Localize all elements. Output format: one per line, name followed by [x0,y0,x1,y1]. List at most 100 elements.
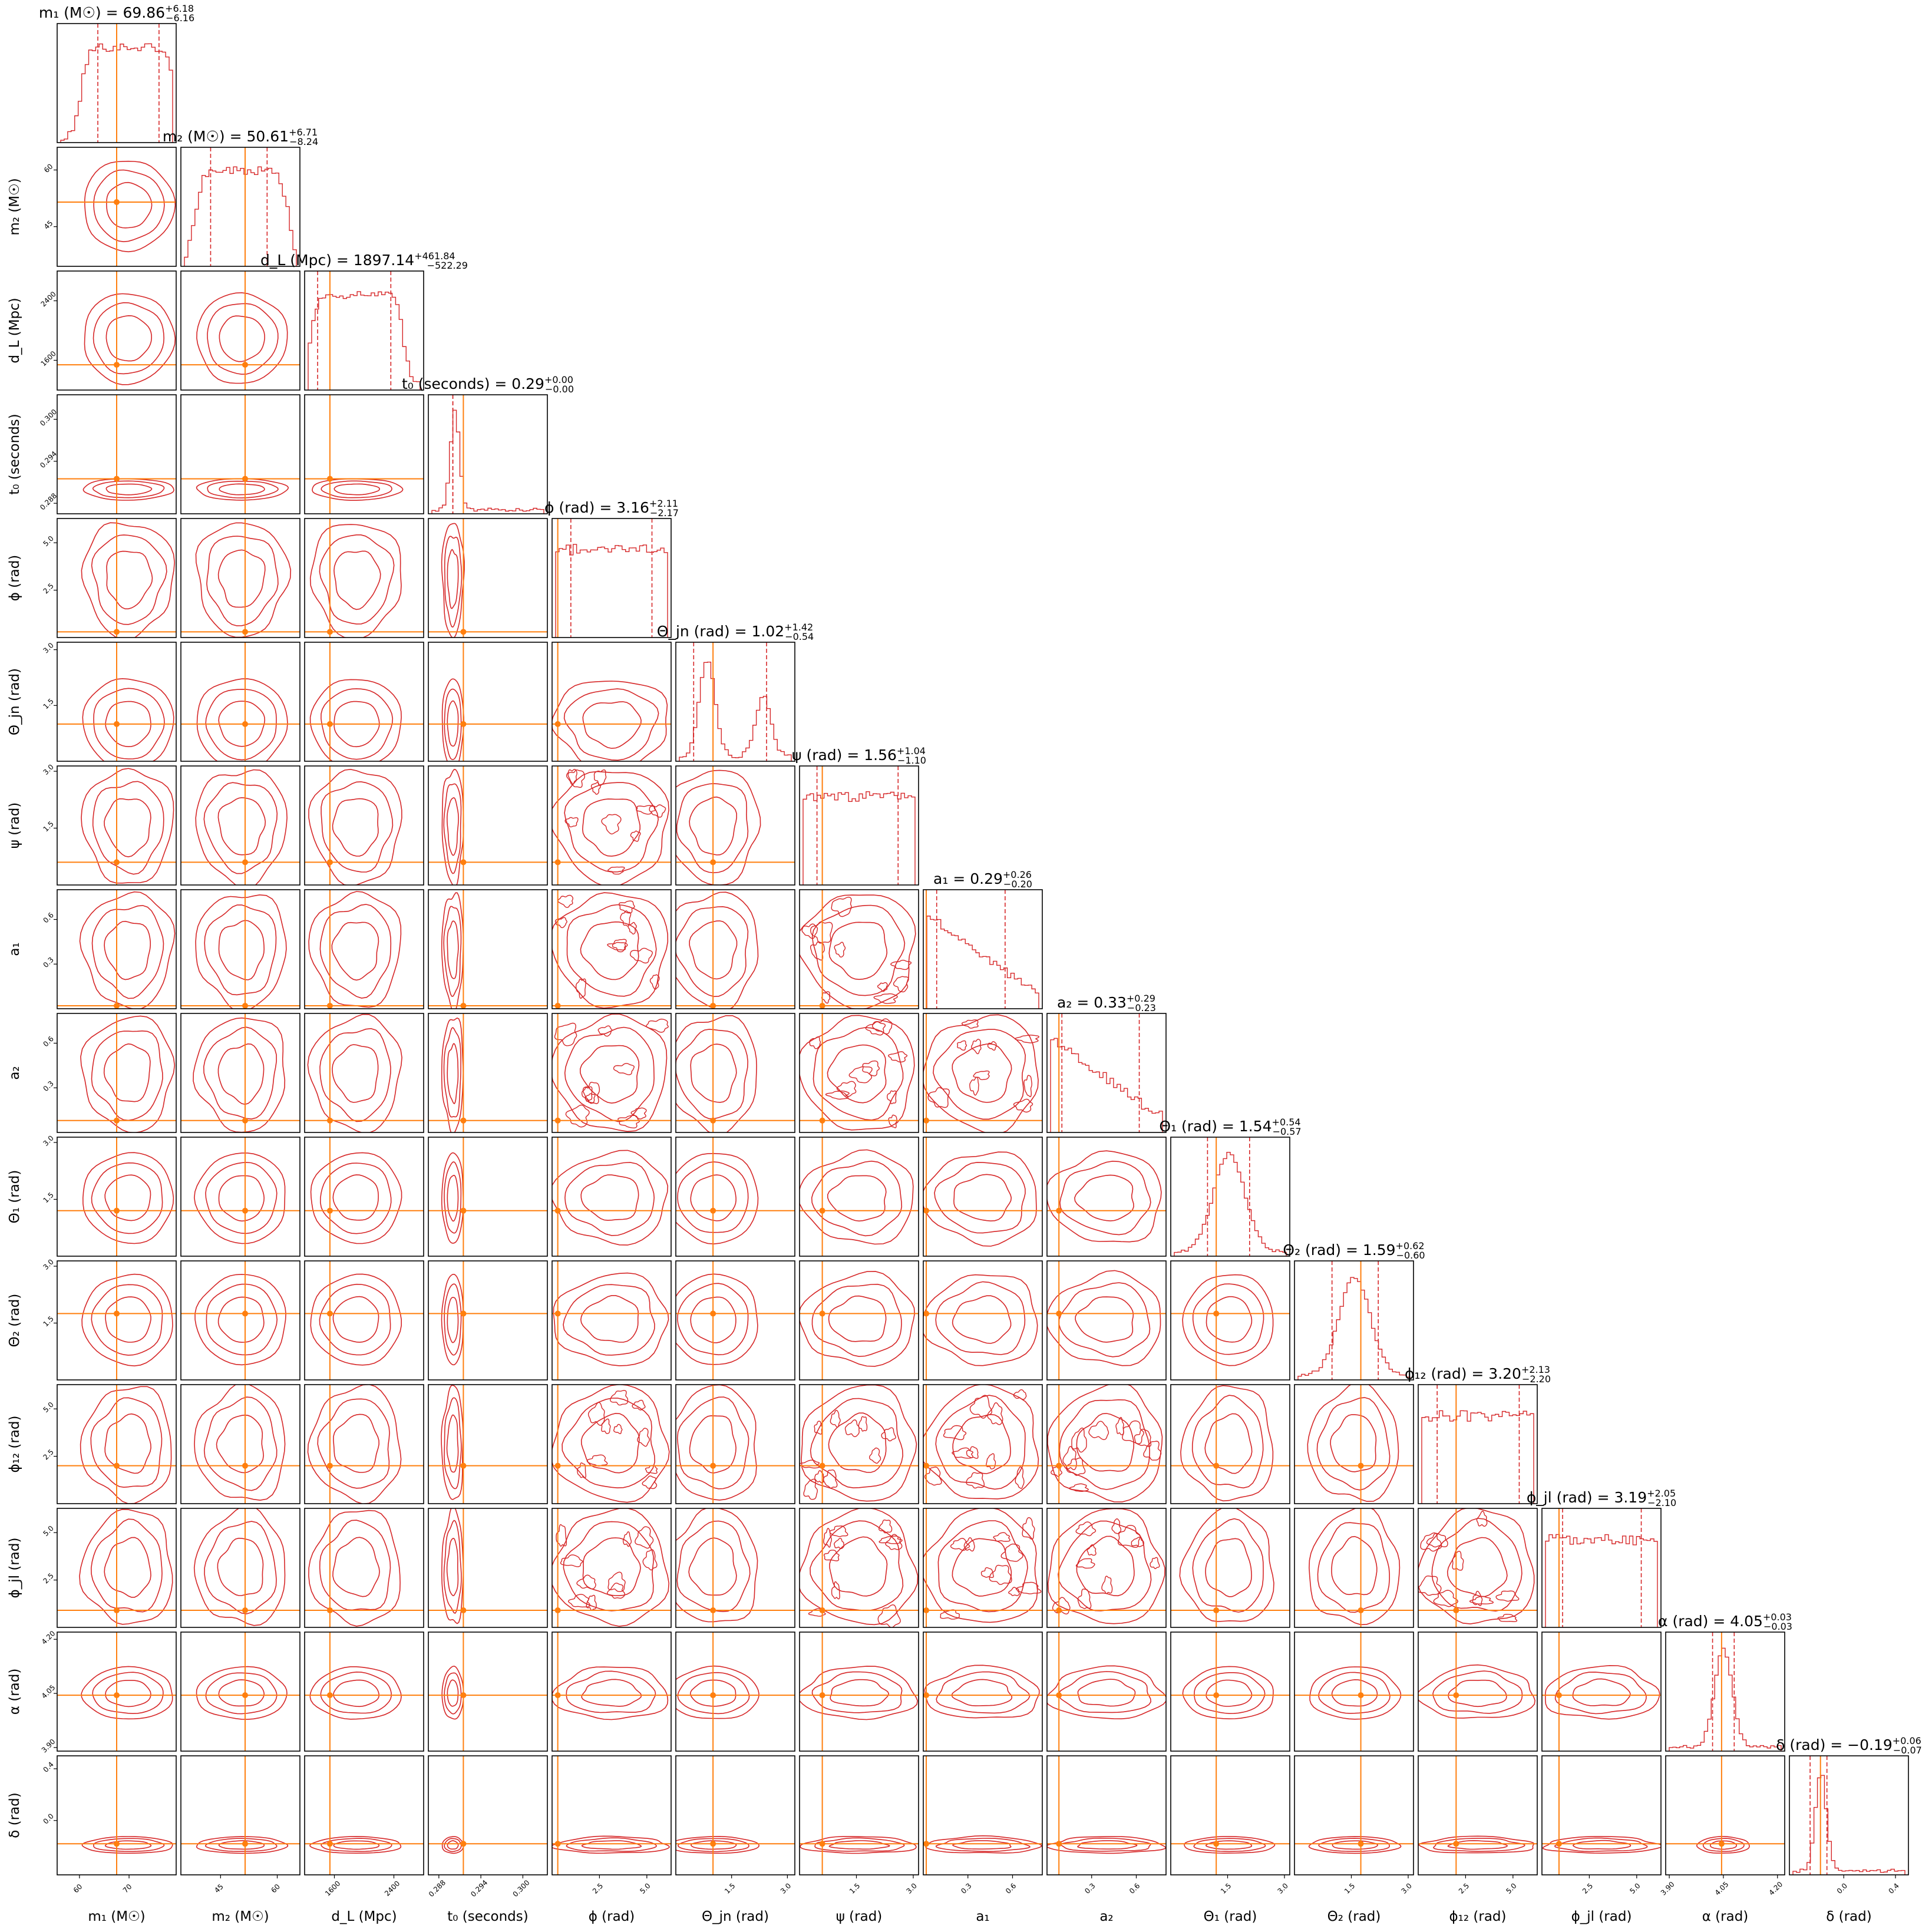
contours [305,1508,424,1627]
contour-level-1 [81,1836,173,1854]
truth-point [1213,1607,1220,1614]
panel-background [1294,1756,1414,1875]
contour-level-1 [1309,1508,1401,1626]
contour-island [630,1107,647,1119]
scatter-panel-m1-dl [57,270,177,391]
contours [1418,1756,1537,1875]
scatter-panel-a1-a2 [923,1013,1043,1133]
contour-level-3 [582,1537,641,1596]
title-minus: −2.20 [1522,1373,1551,1385]
contours [305,518,424,638]
y-tick-label: 2.5 [41,1571,55,1585]
panel-frame [57,1013,177,1133]
y-tick-label: 4.20 [40,1629,57,1646]
scatter-panel-theta1-delta [1170,1755,1290,1875]
contour-level-1 [1184,1836,1276,1854]
contour-level-1 [676,770,761,885]
scatter-panel-psi-phijl [799,1508,919,1628]
contour-level-2 [91,1284,163,1356]
contour-level-2 [320,1671,392,1714]
contour-level-2 [203,1026,278,1120]
contour-level-3 [830,1679,890,1707]
panel-background [305,1508,424,1627]
contour-island [635,1526,654,1549]
panel-frame [1170,1755,1290,1875]
hist-panel-thetajn: Θ_jn (rad) = 1.02+1.42−0.54 [657,622,814,762]
truth-point [460,721,467,727]
histogram-phi [555,544,668,638]
panel-background [800,1013,919,1132]
hist-panel-psi: ψ (rad) = 1.56+1.04−1.10 [792,745,926,886]
contour-island [833,1537,845,1550]
contour-level-3 [217,1043,265,1105]
contour-island [601,814,622,835]
y-tick-label: 0.0 [41,1812,55,1825]
y-axis-label-t0: t₀ (seconds) [7,414,22,495]
panel-frame [551,1384,672,1504]
contour-level-1 [1047,1508,1165,1624]
contour-level-3 [1077,1840,1138,1850]
panel-background [428,1756,547,1875]
contour-level-1 [310,1273,402,1366]
panel-background [181,890,300,1009]
panel-frame [1418,1508,1538,1628]
histogram-a2 [1050,1038,1163,1132]
contour-level-1 [552,1508,670,1627]
contour-island [1069,1483,1089,1492]
contour-level-1 [1418,1835,1535,1854]
truth-point [554,1002,561,1009]
scatter-panel-m1-a1 [57,889,177,1009]
x-tick-label: 0.4 [1887,1881,1901,1895]
contour-level-1 [1418,1664,1536,1719]
contour-level-2 [1432,1838,1525,1852]
contour-level-2 [92,480,165,498]
panel-frame [304,642,424,762]
contour-island [943,1425,967,1441]
title-minus: −1.10 [897,755,926,766]
contour-island [966,1446,979,1459]
contour-island [1086,1544,1097,1556]
title-text: ϕ_jl (rad) = 3.19 [1527,1489,1647,1506]
contour-level-3 [106,550,153,610]
panel-background [676,642,795,761]
contour-level-3 [690,1043,737,1103]
contour-island [584,1093,596,1104]
contours [800,1137,919,1256]
title-text: Θ_jn (rad) = 1.02 [657,623,784,640]
title-plus: +0.29 [1127,993,1155,1004]
scatter-panel-a2-theta2 [1046,1260,1167,1381]
y-axis-label-delta: δ (rad) [7,1792,22,1838]
contours [800,1385,919,1504]
panel-background [1047,1137,1166,1256]
x-axis-label-m1: m₁ (M☉) [88,1909,145,1924]
contour-level-2 [566,904,657,997]
panel-background [181,1013,300,1132]
contour-island [877,982,888,992]
contour-level-2 [317,1398,390,1489]
contours [923,1137,1042,1256]
contour-level-1 [307,1385,402,1504]
contour-island [577,1462,587,1479]
contour-level-3 [333,1679,380,1708]
contour-level-1 [552,1835,670,1854]
contour-island [632,1399,646,1411]
y-tick-label: 2.5 [41,582,55,595]
panel-background [1171,1385,1290,1504]
panel-frame [923,889,1043,1009]
contour-level-2 [811,904,906,996]
truth-point [242,721,249,727]
y-axis-label-psi: ψ (rad) [7,802,22,849]
contour-level-2 [93,302,165,375]
contour-level-1 [441,1665,464,1720]
panel-frame [551,1755,672,1875]
panel-background [800,1385,919,1504]
panel-frame [428,1137,548,1257]
contours [1047,1508,1166,1627]
contour-level-2 [566,1670,656,1713]
contour-level-3 [1446,1537,1508,1597]
contour-island [800,1459,821,1469]
contour-level-3 [105,1296,151,1343]
contour-level-1 [1179,1508,1274,1622]
contour-level-3 [952,1043,1012,1103]
